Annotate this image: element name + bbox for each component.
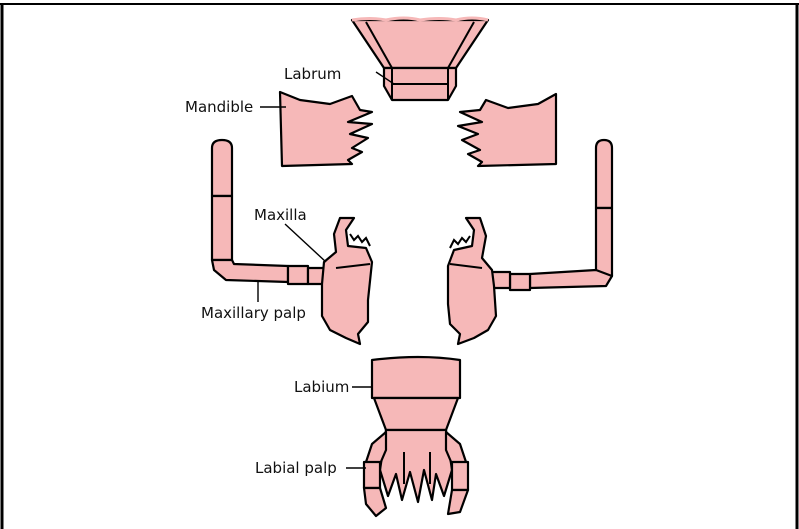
label-labial-palp: Labial palp	[255, 459, 337, 477]
label-labium: Labium	[294, 378, 349, 396]
left-mandible	[280, 92, 372, 166]
right-mandible	[458, 94, 556, 166]
left-maxilla	[322, 218, 372, 344]
label-mandible: Mandible	[185, 98, 253, 116]
label-maxillary-palp: Maxillary palp	[201, 304, 306, 322]
labium-part	[372, 357, 460, 502]
right-maxilla	[448, 218, 496, 344]
label-maxilla: Maxilla	[254, 206, 307, 224]
labrum-part	[352, 18, 488, 100]
label-labrum: Labrum	[284, 65, 341, 83]
